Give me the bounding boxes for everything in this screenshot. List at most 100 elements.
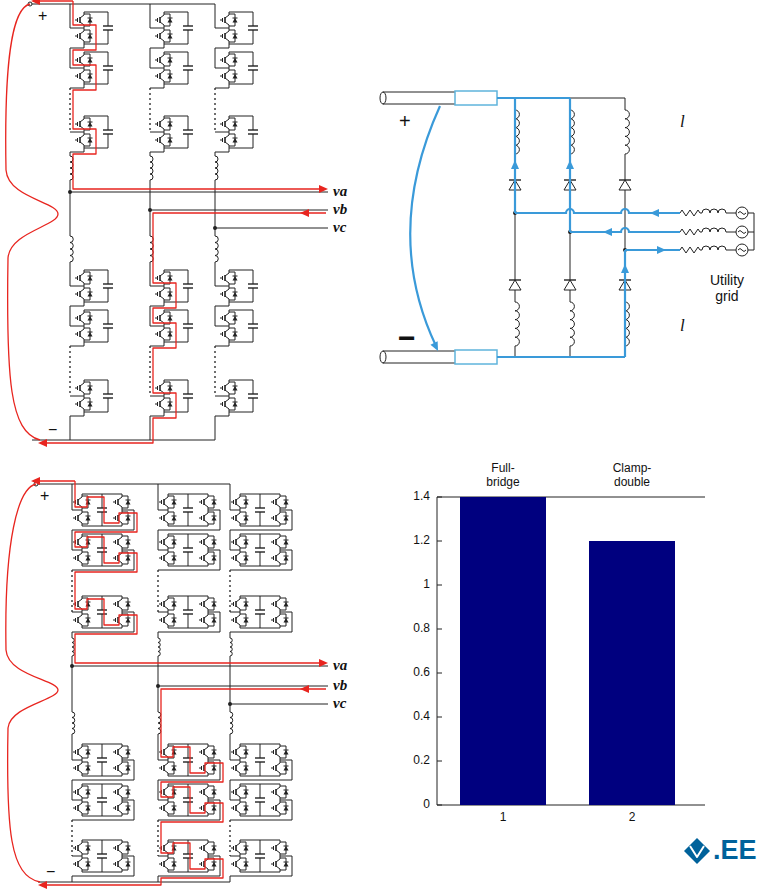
axis-tick <box>437 541 442 542</box>
diode-symbol <box>284 806 289 811</box>
diode-symbol <box>284 750 289 755</box>
igbt-symbol <box>118 850 122 856</box>
wire <box>230 510 292 530</box>
igbt-symbol <box>225 38 229 44</box>
diode-symbol <box>168 58 173 63</box>
wire <box>158 510 168 511</box>
dc-cable <box>383 104 455 105</box>
bar-chart <box>437 497 710 864</box>
capacitor-symbol <box>102 762 103 776</box>
capacitor-symbol <box>183 797 193 798</box>
axis-tick <box>437 629 442 630</box>
dc-rail <box>497 357 625 358</box>
wire <box>215 48 216 68</box>
igbt-symbol <box>118 544 122 550</box>
diode-symbol <box>233 292 238 297</box>
wire <box>230 760 240 761</box>
capacitor-symbol <box>253 328 254 342</box>
wire <box>164 270 188 271</box>
diode-symbol <box>233 138 238 143</box>
igbt-gate <box>113 752 116 753</box>
igbt-symbol <box>236 810 240 816</box>
diode-symbol <box>88 402 93 403</box>
diode-symbol <box>172 846 177 847</box>
igbt-symbol <box>78 520 82 526</box>
igbt-gate <box>271 752 274 753</box>
wire <box>158 734 159 760</box>
igbt-symbol <box>80 336 84 342</box>
rectifier-current-path <box>625 249 680 251</box>
diode-symbol <box>168 122 173 127</box>
capacitor-symbol <box>188 858 189 872</box>
inductor-symbol <box>515 302 519 346</box>
igbt-gate <box>220 318 223 319</box>
wire <box>748 250 754 251</box>
diode-symbol <box>88 276 93 281</box>
diode-symbol <box>233 332 238 337</box>
capacitor-symbol <box>102 512 103 526</box>
diode-symbol <box>86 806 91 807</box>
igbt-gate <box>220 294 223 295</box>
wire <box>214 346 215 396</box>
ac-source <box>736 226 748 238</box>
diode-symbol <box>126 806 131 811</box>
igbt-symbol <box>78 770 82 776</box>
diode-symbol <box>212 790 217 795</box>
igbt-gate <box>199 792 202 793</box>
igbt-gate <box>199 768 202 769</box>
inductor-symbol <box>230 638 232 656</box>
diode-symbol <box>233 276 238 277</box>
wire <box>229 570 230 612</box>
wire <box>229 380 253 381</box>
capacitor-symbol <box>260 784 261 798</box>
capacitor-symbol <box>183 393 193 394</box>
wire <box>70 342 84 346</box>
diode-symbol <box>126 556 131 557</box>
igbt-gate <box>155 334 158 335</box>
igbt-symbol <box>236 504 240 510</box>
igbt-symbol <box>276 794 280 800</box>
igbt-gate <box>113 542 116 543</box>
diode-symbol <box>126 500 131 505</box>
diode-symbol <box>168 386 173 387</box>
igbt-gate <box>75 76 78 77</box>
capacitor-symbol <box>188 552 189 566</box>
diode-symbol <box>233 386 238 391</box>
igbt-gate <box>113 768 116 769</box>
capacitor-symbol <box>253 52 254 66</box>
diode-symbol <box>172 602 177 607</box>
arrow-head <box>319 185 328 193</box>
wire <box>230 550 292 570</box>
axis-tick <box>437 673 442 674</box>
igbt-symbol <box>78 560 82 566</box>
wire <box>164 52 188 53</box>
igbt-gate <box>220 76 223 77</box>
wire <box>215 44 229 48</box>
arrow-head <box>603 228 612 236</box>
wire <box>726 250 736 251</box>
igbt-symbol <box>225 296 229 302</box>
igbt-symbol <box>78 754 82 760</box>
diode-symbol <box>244 750 249 751</box>
diode-symbol <box>88 276 93 277</box>
capacitor-symbol <box>188 70 189 84</box>
fault-current-path <box>46 689 326 885</box>
bar-label: Full-bridge <box>480 462 526 490</box>
capacitor-symbol <box>108 270 109 284</box>
ac-source <box>738 212 746 215</box>
igbt-symbol <box>78 810 82 816</box>
diode-symbol <box>86 618 91 623</box>
igbt-gate <box>199 752 202 753</box>
inductor-symbol <box>230 712 233 734</box>
wire <box>229 44 253 45</box>
igbt-symbol <box>236 520 240 526</box>
diode-symbol <box>168 34 173 39</box>
diode-symbol <box>284 862 289 867</box>
axis-tick <box>437 761 442 762</box>
igbt-symbol <box>118 606 122 612</box>
phase-line <box>215 228 328 229</box>
fault-current-path <box>6 477 328 889</box>
wire <box>230 510 240 511</box>
igbt-gate <box>220 124 223 125</box>
diode-symbol <box>244 766 249 771</box>
